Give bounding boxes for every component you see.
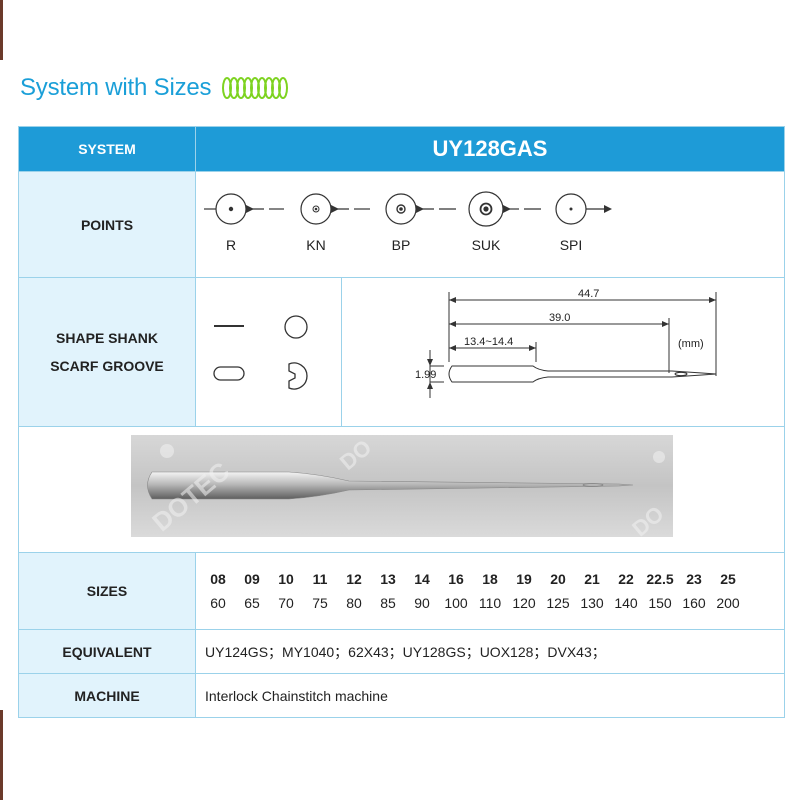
- size-metric: 150: [648, 595, 672, 611]
- size-number: 25: [720, 571, 736, 587]
- size-metric: 75: [312, 595, 328, 611]
- sizes-values: 08 09 10 11 12 13 14 16 18 19 20 21 22 22.5 23 25 60 65 70…: [194, 552, 786, 630]
- system-row: SYSTEM UY128GAS: [18, 126, 786, 172]
- points-row: POINTS: [18, 171, 786, 278]
- size-metric: 200: [716, 595, 740, 611]
- needle-dimension-cell: 44.7 39.0 13.4~14.4 1.99 (mm): [340, 277, 786, 427]
- shank-label: SHAPE SHANK SCARF GROOVE: [18, 277, 196, 427]
- size-metric: 120: [512, 595, 536, 611]
- size-number: 21: [584, 571, 600, 587]
- size-metric: 70: [278, 595, 294, 611]
- equivalent-label: EQUIVALENT: [18, 629, 196, 674]
- equivalent-row: EQUIVALENT UY124GS；MY1040；62X43；UY128GS；…: [18, 629, 786, 674]
- point-bp-label: BP: [392, 237, 411, 253]
- size-number: 19: [516, 571, 532, 587]
- coil-icon: [222, 77, 289, 99]
- size-number: 10: [278, 571, 294, 587]
- size-number: 08: [210, 571, 226, 587]
- dim-to-eye: 39.0: [549, 312, 570, 324]
- size-number: 20: [550, 571, 566, 587]
- needle-photo-cell: DOTEC DO DO: [17, 426, 786, 553]
- size-metric: 110: [478, 595, 502, 611]
- point-r-label: R: [226, 237, 236, 253]
- shank-label-line1: SHAPE SHANK: [56, 330, 158, 346]
- size-number: 12: [346, 571, 362, 587]
- size-metric: 85: [380, 595, 396, 611]
- size-number: 22.5: [646, 571, 674, 587]
- size-metric: 140: [614, 595, 638, 611]
- size-metric: 65: [244, 595, 260, 611]
- dim-diameter: 1.99: [415, 369, 436, 381]
- size-number: 23: [686, 571, 702, 587]
- spec-table: SYSTEM UY128GAS POINTS: [17, 126, 786, 718]
- equivalent-value: UY124GS；MY1040；62X43；UY128GS；UOX128；DVX4…: [194, 629, 786, 674]
- round-shank-icon: [284, 315, 308, 339]
- sizes-row: SIZES 08 09 10 11 12 13 14 16 18 19 20 21 22 22.5 23 25…: [18, 552, 786, 630]
- shank-shapes: [213, 315, 308, 390]
- system-label: SYSTEM: [18, 126, 196, 172]
- size-number: 13: [380, 571, 396, 587]
- size-number: 22: [618, 571, 634, 587]
- system-value: UY128GAS: [194, 126, 786, 172]
- dim-unit: (mm): [678, 338, 704, 350]
- sizes-grid: 08 09 10 11 12 13 14 16 18 19 20 21 22 22.5 23 25 60 65 70…: [201, 571, 784, 611]
- size-metric: 125: [546, 595, 570, 611]
- heading-text: System with Sizes: [20, 74, 212, 101]
- size-number: 18: [482, 571, 498, 587]
- shank-label-line2: SCARF GROOVE: [50, 358, 164, 374]
- shank-shapes-cell: [195, 277, 342, 427]
- point-suk-label: SUK: [472, 237, 501, 253]
- section-heading: System with Sizes: [20, 72, 291, 104]
- shank-row: SHAPE SHANK SCARF GROOVE: [18, 277, 786, 427]
- machine-value: Interlock Chainstitch machine: [194, 673, 786, 718]
- points-label: POINTS: [18, 171, 196, 278]
- needle-photo: DOTEC DO DO: [131, 435, 673, 541]
- dim-shank: 13.4~14.4: [464, 336, 513, 348]
- size-metric: 130: [580, 595, 604, 611]
- machine-label: MACHINE: [18, 673, 196, 718]
- size-number: 11: [312, 571, 328, 587]
- points-diagram: R KN BP SUK SPI: [204, 191, 612, 253]
- size-number: 16: [448, 571, 464, 587]
- size-metric: 60: [210, 595, 226, 611]
- point-spi-label: SPI: [560, 237, 583, 253]
- sizes-label: SIZES: [18, 552, 196, 630]
- needle-dimension-drawing: 44.7 39.0 13.4~14.4 1.99 (mm): [415, 288, 717, 398]
- scarf-icon: [213, 366, 245, 381]
- point-kn-label: KN: [306, 237, 325, 253]
- size-metric: 160: [682, 595, 706, 611]
- needle-photo-row: DOTEC DO DO: [17, 426, 786, 553]
- groove-icon: [288, 362, 308, 390]
- size-number: 14: [414, 571, 430, 587]
- size-metric: 100: [444, 595, 468, 611]
- machine-row: MACHINE Interlock Chainstitch machine: [18, 673, 786, 718]
- size-number: 09: [244, 571, 260, 587]
- left-edge-strip: [0, 0, 3, 800]
- dim-overall: 44.7: [578, 288, 599, 300]
- size-metric: 80: [346, 595, 362, 611]
- points-diagram-cell: R KN BP SUK SPI: [194, 171, 786, 278]
- size-metric: 90: [414, 595, 430, 611]
